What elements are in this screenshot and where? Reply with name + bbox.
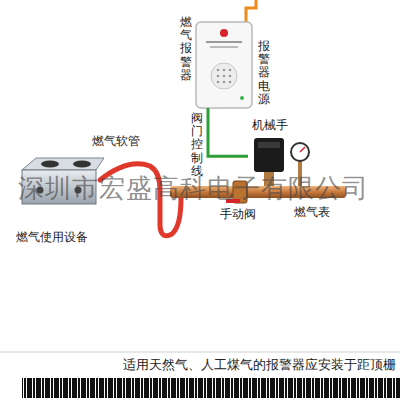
part-label: 手动阀 xyxy=(220,207,256,221)
hose-label: 燃气软管 xyxy=(92,134,140,148)
caption: 适用天然气、人工煤气的报警器应安装于距顶栅 xyxy=(123,357,396,373)
alarm-device xyxy=(196,22,252,108)
node-label: 燃气使用设备 xyxy=(16,230,88,244)
separator-line xyxy=(0,352,400,353)
control-wire xyxy=(208,108,248,156)
node-label: 机械手 xyxy=(252,118,288,132)
wire-label: 报警器电源 xyxy=(258,40,270,106)
wire-label: 阀门控制线 xyxy=(191,112,203,178)
power-wire xyxy=(246,0,256,22)
actuator-unit: 机械手 xyxy=(248,118,292,176)
alarm-unit: 燃气报警器 xyxy=(178,14,254,108)
node-label: 燃气报警器 xyxy=(180,16,192,82)
part-label: 燃气表 xyxy=(294,205,330,219)
bar-strip xyxy=(22,378,400,398)
watermark: 深圳市宏盛高科电子有限公司 xyxy=(18,175,369,201)
